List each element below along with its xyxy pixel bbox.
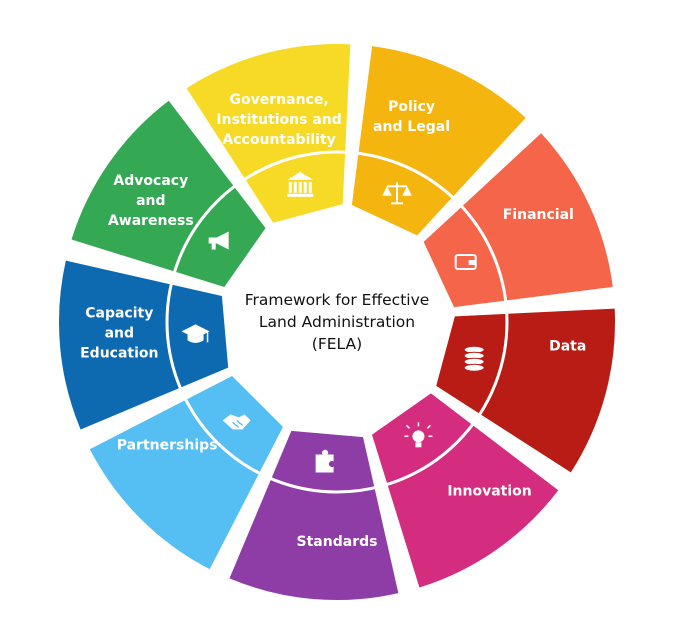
center-title-line: Land Administration xyxy=(259,313,415,331)
segment-financial-label-line: Financial xyxy=(503,207,574,223)
segment-data-label-line: Data xyxy=(549,338,586,354)
segment-policy-label: Policy and Legal xyxy=(373,99,450,135)
segment-standards-label: Standards xyxy=(297,534,378,550)
center-disc xyxy=(229,214,445,430)
segment-data-label: Data xyxy=(549,338,586,354)
handshake-icon xyxy=(222,414,251,430)
segment-policy-label-line: and Legal xyxy=(373,119,450,135)
segment-policy-shape xyxy=(351,46,526,236)
segment-standards xyxy=(229,430,399,600)
segment-policy-label-line: Policy xyxy=(388,99,435,115)
segment-governance-label-line: Institutions and xyxy=(216,112,341,128)
segment-advocacy-label-line: and xyxy=(136,193,165,209)
segment-capacity-label-line: and xyxy=(105,325,134,341)
segment-standards-shape xyxy=(229,430,399,600)
segment-capacity xyxy=(58,260,229,430)
building-icon xyxy=(287,171,314,197)
segment-partnerships-label: Partnerships xyxy=(117,437,218,453)
database-icon xyxy=(463,345,485,372)
megaphone-icon xyxy=(208,231,229,250)
segment-capacity-shape xyxy=(58,260,229,430)
graduation-cap-icon xyxy=(181,324,210,343)
segment-capacity-label-line: Education xyxy=(80,345,158,361)
segment-governance-label-line: Governance, xyxy=(230,92,329,108)
scales-icon xyxy=(382,182,412,205)
segment-innovation-label: Innovation xyxy=(447,483,531,499)
wallet-icon xyxy=(454,253,477,270)
center-title-line: (FELA) xyxy=(312,335,362,353)
lightbulb-icon xyxy=(404,422,433,448)
segment-innovation-label-line: Innovation xyxy=(447,483,531,499)
segment-advocacy-label-line: Advocacy xyxy=(113,173,188,189)
segment-standards-label-line: Standards xyxy=(297,534,378,550)
segment-advocacy-label-line: Awareness xyxy=(108,213,194,229)
center-title-line: Framework for Effective xyxy=(245,291,430,309)
puzzle-icon xyxy=(315,449,334,473)
segment-financial-label: Financial xyxy=(503,207,574,223)
segment-governance-label-line: Accountability xyxy=(222,132,335,148)
segment-policy xyxy=(351,46,526,236)
segment-partnerships-label-line: Partnerships xyxy=(117,437,218,453)
inner-ring xyxy=(165,150,509,494)
segment-capacity-label-line: Capacity xyxy=(85,305,153,321)
